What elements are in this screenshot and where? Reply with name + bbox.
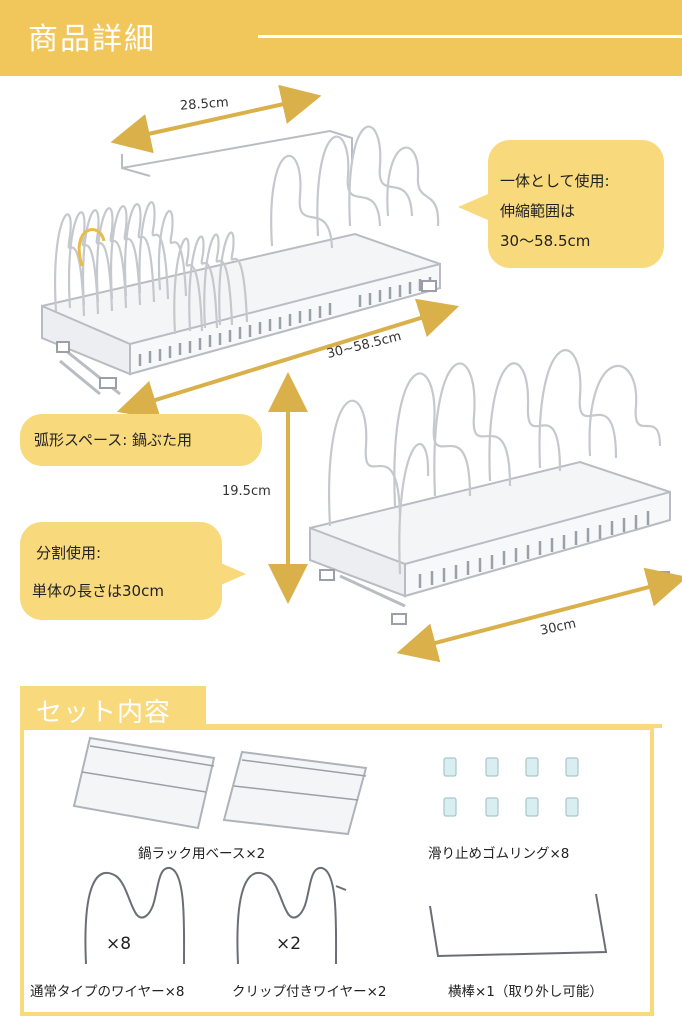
set-contents-tab [20, 686, 206, 728]
callout-extend-line1: 一体として使用: [500, 172, 610, 190]
single-rack-image [309, 349, 671, 625]
base-image [72, 736, 368, 836]
callout-extend-tail [458, 194, 488, 220]
set-item-clip-wire-qty: ×2 [276, 934, 302, 954]
arrow-width-top [110, 84, 322, 154]
rubber-ring-image [443, 757, 579, 817]
arrow-length-single [396, 567, 682, 663]
set-contents-images [72, 736, 608, 965]
set-item-crossbar: 横棒×1（取り外し可能） [448, 984, 603, 1000]
callout-extend-line2: 伸縮範囲は [500, 202, 576, 220]
page-title: 商品詳細 [28, 22, 156, 57]
set-item-wire: 通常タイプのワイヤー×8 [30, 984, 185, 1000]
set-item-rubber-ring: 滑り止めゴムリング×8 [428, 846, 570, 862]
callout-extend-line3: 30〜58.5cm [500, 232, 591, 250]
arrow-length-extended [116, 298, 460, 420]
header-bar [0, 0, 682, 76]
set-item-base: 鍋ラック用ベース×2 [138, 846, 266, 862]
set-contents-box [20, 726, 654, 1016]
callout-split: 分割使用: 単体の長さは30cm [20, 522, 222, 620]
set-item-wire-qty: ×8 [106, 934, 132, 954]
extended-rack-image [41, 125, 441, 396]
callout-split-line2: 単体の長さは30cm [32, 582, 164, 600]
header-divider [258, 35, 682, 38]
crossbar-image [429, 893, 608, 958]
set-contents-title: セット内容 [36, 698, 172, 728]
product-illustration [41, 84, 682, 663]
callout-extend: 一体として使用: 伸縮範囲は 30〜58.5cm [488, 140, 664, 268]
dim-height: 19.5cm [222, 484, 271, 499]
callout-arc: 弧形スペース: 鍋ぶた用 [20, 414, 262, 466]
wire-image [84, 867, 347, 965]
set-item-clip-wire: クリップ付きワイヤー×2 [232, 984, 387, 1000]
callout-arc-text: 弧形スペース: 鍋ぶた用 [34, 431, 193, 449]
callout-split-line1: 分割使用: [36, 544, 102, 562]
